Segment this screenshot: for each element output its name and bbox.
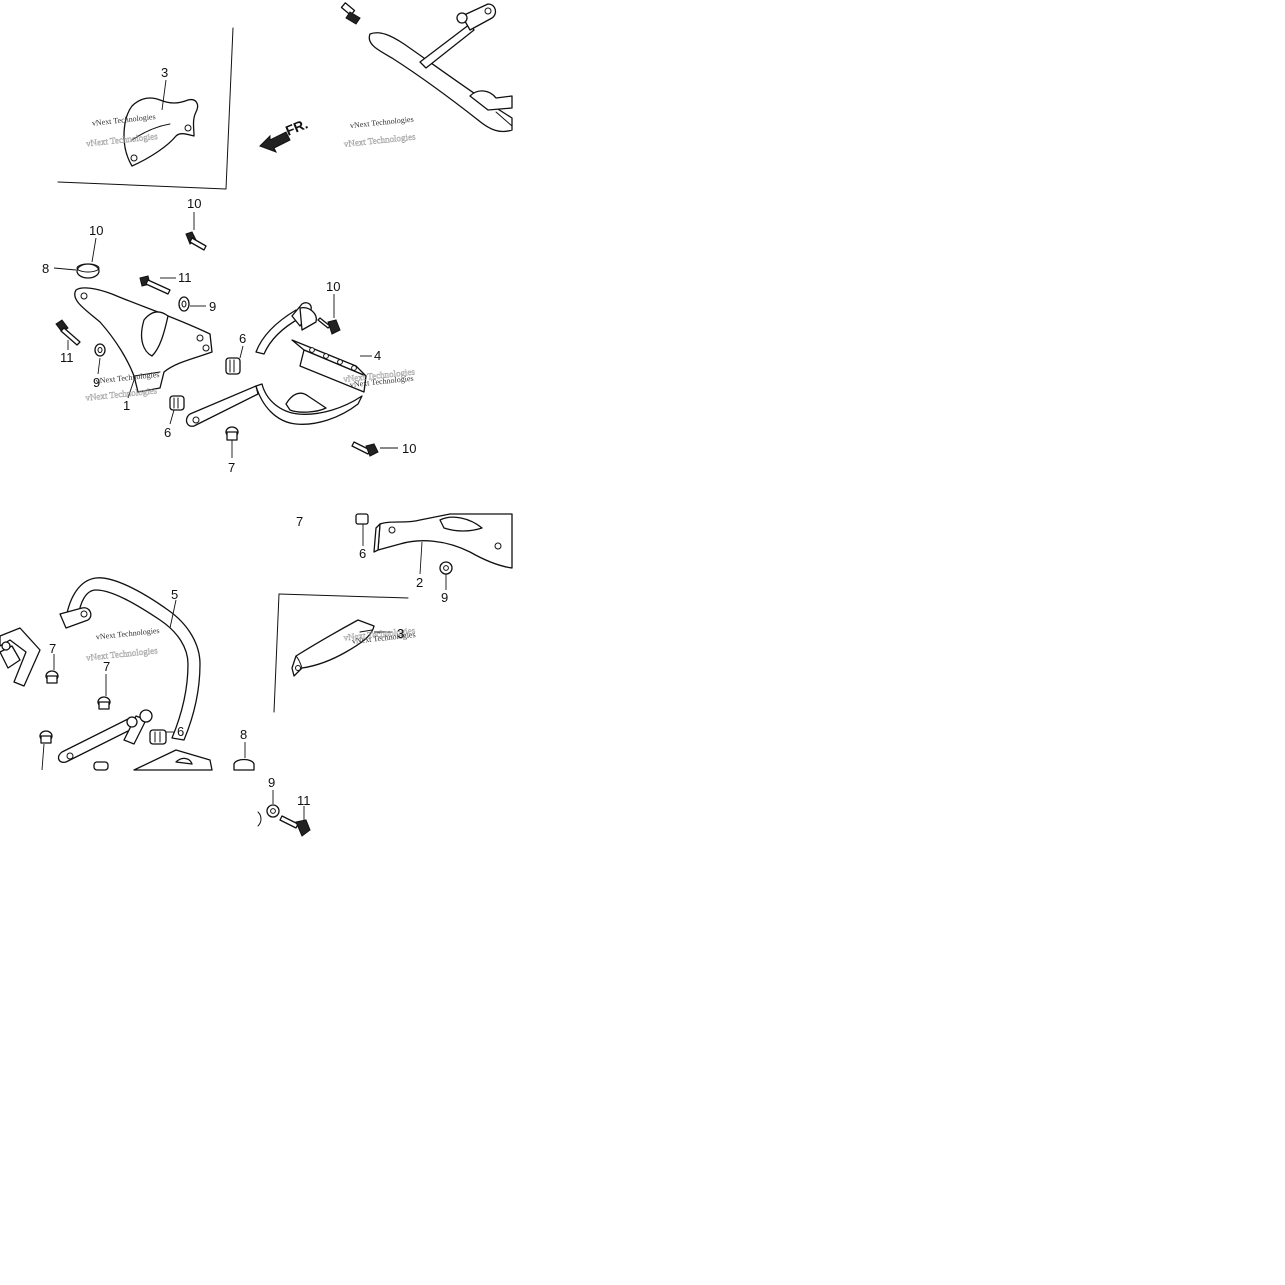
bracket-fragment-lower — [93, 749, 213, 771]
watermark-5: vNext Technologies vNext Technologies — [85, 626, 160, 663]
washer-part-9-a — [178, 296, 206, 312]
washer-part-9-b — [94, 343, 106, 375]
callout-10-c: 10 — [326, 279, 340, 294]
watermark-2: vNext Technologies vNext Technologies — [343, 115, 416, 150]
watermark-ghost: vNext Technologies — [86, 645, 159, 663]
callout-11-c: 11 — [297, 793, 311, 808]
watermark-text: vNext Technologies — [349, 115, 414, 131]
callout-10-d: 10 — [402, 441, 416, 456]
grommet-part-6-c — [355, 513, 369, 546]
bolt-part-11-c — [279, 806, 311, 837]
bracket-part-3-top — [123, 79, 199, 167]
washer-part-9-c — [439, 561, 453, 590]
inset-frame-top — [57, 27, 234, 190]
callout-11-a: 11 — [178, 270, 192, 285]
bolt-part-10-c — [317, 294, 341, 335]
callout-6-a: 6 — [239, 331, 246, 346]
bracket-part-3-bottom — [291, 619, 392, 677]
bracket-part-1 — [74, 287, 213, 399]
watermark-ghost: vNext Technologies — [343, 131, 416, 149]
callout-4: 4 — [374, 348, 381, 363]
callouts: 3 10 10 8 11 9 10 11 6 4 9 1 6 7 10 7 6 … — [42, 65, 448, 808]
callout-3-bottom: 3 — [397, 626, 404, 641]
callout-9-d: 9 — [268, 775, 275, 790]
bolt-top-right — [340, 2, 361, 25]
bolt-part-10-d — [351, 441, 398, 457]
grommet-part-6-a — [225, 345, 244, 375]
callout-2: 2 — [416, 575, 423, 590]
fragment-arc — [257, 811, 262, 827]
callout-6-b: 6 — [164, 425, 171, 440]
callout-9-a: 9 — [209, 299, 216, 314]
collar-part-7-d — [97, 674, 111, 710]
bracket-part-2 — [373, 513, 513, 575]
washer-part-9-d — [266, 790, 280, 818]
bolt-part-11-a — [139, 275, 176, 295]
frame-rail-top — [340, 2, 513, 133]
callout-6-c: 6 — [359, 546, 366, 561]
watermark-text: vNext Technologies — [95, 626, 160, 642]
callout-7-a: 7 — [228, 460, 235, 475]
callout-8-b: 8 — [240, 727, 247, 742]
callout-10-a: 10 — [187, 196, 201, 211]
callout-6-d: 6 — [177, 724, 184, 739]
bolt-part-11-b — [55, 319, 81, 350]
cap-part-8-top — [53, 237, 100, 279]
callout-7-c: 7 — [49, 641, 56, 656]
callout-11-b: 11 — [60, 350, 74, 365]
collar-part-7-a — [225, 426, 239, 458]
collar-part-7-c — [45, 654, 59, 684]
callout-9-b: 9 — [93, 375, 100, 390]
inset-frame-bottom — [273, 593, 409, 713]
callout-9-c: 9 — [441, 590, 448, 605]
cap-part-8-bottom — [233, 742, 255, 771]
callout-7-b: 7 — [296, 514, 303, 529]
callout-3-top: 3 — [161, 65, 168, 80]
frame-part-5 — [0, 577, 201, 763]
frame-bracket-part-4 — [185, 302, 372, 427]
front-direction-arrow: FR. — [259, 115, 310, 153]
callout-7-d: 7 — [103, 659, 110, 674]
collar-part-7-e — [39, 730, 53, 771]
direction-label: FR. — [283, 115, 310, 138]
grommet-part-6-b — [169, 395, 185, 425]
callout-8-a: 8 — [42, 261, 49, 276]
callout-5: 5 — [171, 587, 178, 602]
bolt-part-10-a — [185, 212, 207, 251]
grommet-part-6-d — [149, 729, 174, 745]
callout-10-b: 10 — [89, 223, 103, 238]
callout-1: 1 — [123, 398, 130, 413]
